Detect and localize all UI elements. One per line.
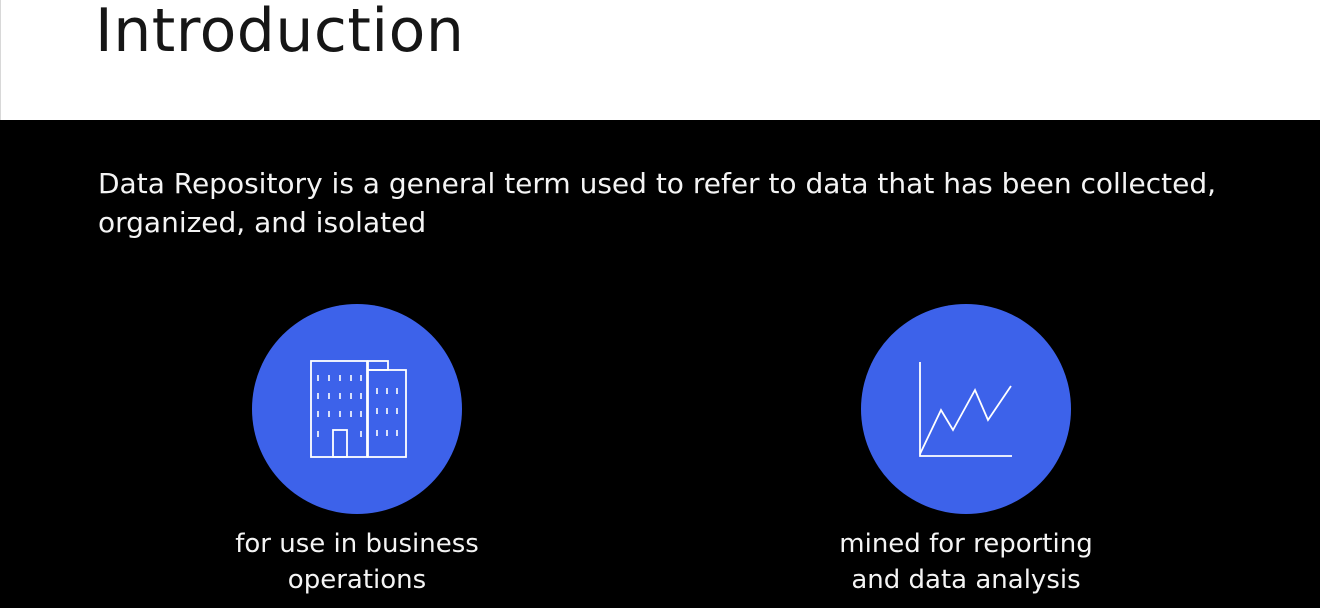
icon-circle	[252, 304, 462, 514]
slide-header: Introduction	[0, 0, 1320, 120]
caption-line: mined for reporting	[839, 529, 1093, 559]
slide-title: Introduction	[95, 0, 465, 66]
feature-caption: for use in business operations	[197, 526, 517, 598]
line-chart-icon	[919, 362, 1012, 457]
header-divider	[0, 0, 1, 120]
caption-line: operations	[287, 565, 427, 595]
caption-line: and data analysis	[851, 565, 1081, 595]
caption-line: for use in business	[235, 529, 479, 559]
slide-body: Data Repository is a general term used t…	[0, 120, 1320, 608]
definition-text: Data Repository is a general term used t…	[98, 167, 1217, 239]
office-building-icon	[310, 360, 407, 458]
feature-caption: mined for reporting and data analysis	[806, 526, 1126, 598]
icon-circle	[861, 304, 1071, 514]
